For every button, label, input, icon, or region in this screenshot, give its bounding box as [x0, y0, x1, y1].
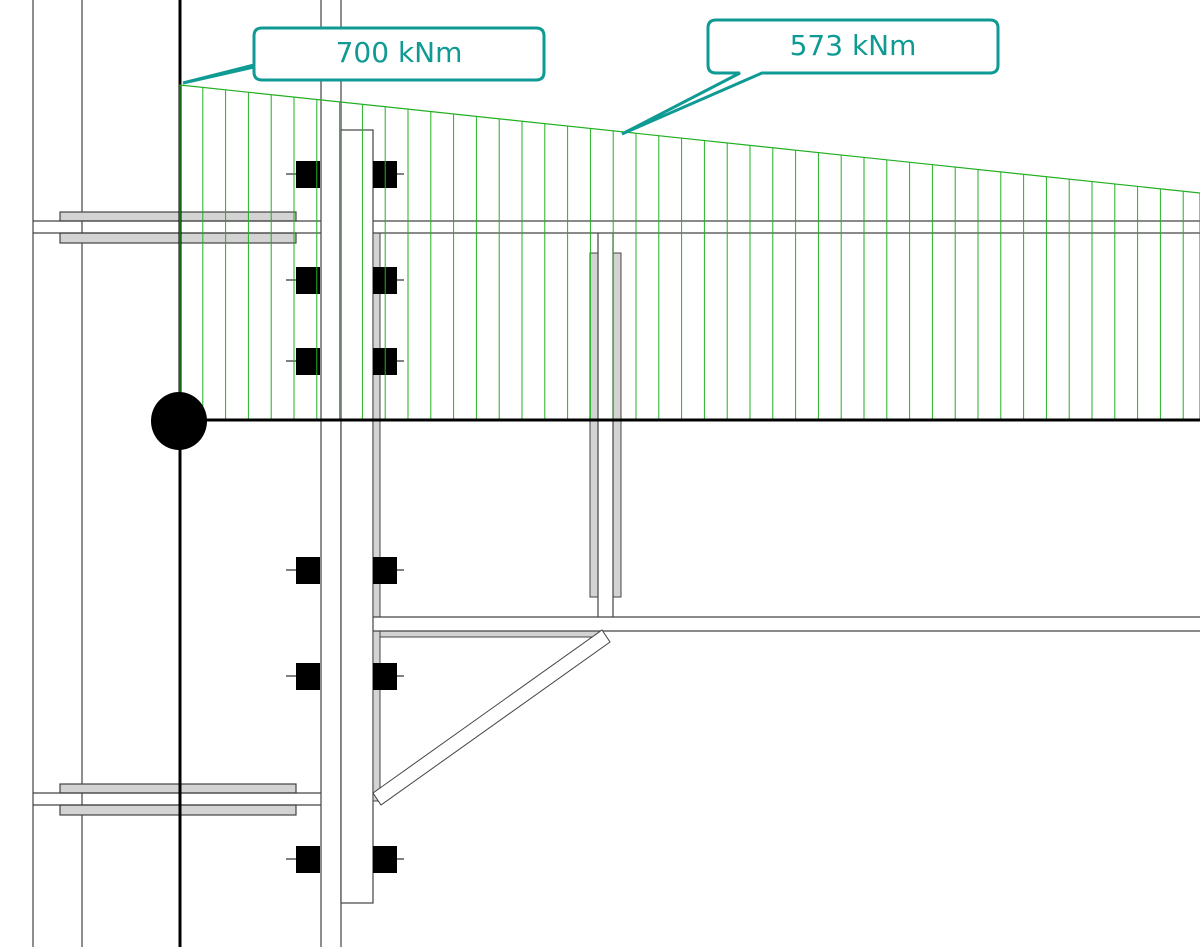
bolt-icon	[296, 663, 320, 690]
bolt-icon	[373, 663, 397, 690]
bolt-icon	[373, 846, 397, 873]
bolt-icon	[373, 557, 397, 584]
bolt-icon	[296, 161, 320, 188]
moment-outline	[179, 84, 1200, 421]
bolt-icon	[296, 846, 320, 873]
bolt-icon	[296, 348, 320, 375]
bolt-icon	[296, 267, 320, 294]
flange-plates-left	[33, 211, 321, 816]
callout-label: 700 kNm	[336, 36, 463, 69]
node-icon	[151, 392, 207, 450]
callout-label: 573 kNm	[790, 29, 917, 62]
callout-700: 700 kNm	[182, 26, 546, 85]
end-plate	[320, 0, 374, 947]
callout-573: 573 kNm	[621, 18, 1000, 136]
diagonal-brace	[372, 629, 611, 806]
bolt-icon	[296, 557, 320, 584]
beams	[373, 220, 1200, 632]
moment-diagram	[179, 84, 1200, 421]
